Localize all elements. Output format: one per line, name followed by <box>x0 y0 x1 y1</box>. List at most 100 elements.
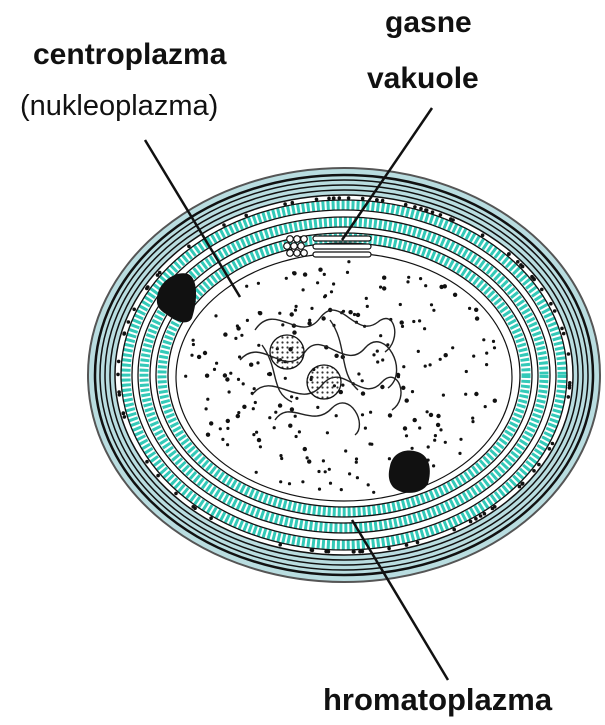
granule <box>399 303 402 306</box>
granule <box>118 393 122 397</box>
granule <box>213 368 216 371</box>
granule <box>303 272 307 276</box>
granule <box>472 355 475 358</box>
granule <box>288 482 291 485</box>
granule <box>244 214 248 218</box>
granule <box>236 324 239 327</box>
granule <box>361 197 365 201</box>
granule <box>449 217 453 221</box>
granule <box>443 284 447 288</box>
granule <box>364 427 367 430</box>
granule <box>348 472 351 475</box>
granule <box>430 303 433 306</box>
granule <box>219 427 222 430</box>
granule <box>425 209 429 213</box>
granule <box>347 196 351 200</box>
granule <box>332 282 335 285</box>
granule <box>567 352 571 356</box>
granule <box>452 528 456 532</box>
granule <box>146 285 150 289</box>
granule <box>439 358 442 361</box>
nucleoid-body <box>270 335 304 369</box>
granule <box>174 492 178 496</box>
granule <box>553 309 557 313</box>
granule <box>253 387 256 390</box>
granule <box>255 471 258 474</box>
granule <box>493 505 497 509</box>
nucleoplasm-label: (nukleoplazma) <box>20 92 218 121</box>
granule <box>379 286 382 289</box>
granule <box>116 373 120 377</box>
granule <box>323 295 326 298</box>
granule <box>324 550 328 554</box>
gas-vacuole-label-line1: gasne <box>385 8 472 38</box>
granule <box>411 447 414 450</box>
nucleoid-body <box>307 365 341 399</box>
granule <box>479 514 483 518</box>
granule <box>214 314 217 317</box>
granule <box>259 445 262 448</box>
granule <box>485 363 488 366</box>
granule <box>249 363 253 367</box>
granule <box>334 354 338 358</box>
granule <box>226 427 229 430</box>
granule <box>203 351 207 355</box>
granule <box>280 457 283 460</box>
granule <box>560 327 564 331</box>
granule <box>464 393 467 396</box>
granule <box>278 312 281 315</box>
granule <box>388 457 391 460</box>
granule <box>518 485 522 489</box>
granule <box>376 350 379 353</box>
granule <box>423 327 426 330</box>
granule <box>474 308 478 312</box>
granule <box>228 390 231 393</box>
granule <box>245 285 248 288</box>
granule <box>469 520 473 524</box>
granule <box>209 516 213 520</box>
granule <box>568 384 572 388</box>
granule <box>187 245 191 249</box>
granule <box>493 399 497 403</box>
granule <box>257 344 260 347</box>
granule <box>273 426 276 429</box>
granule <box>255 431 258 434</box>
granule <box>424 284 427 287</box>
granule <box>279 480 282 483</box>
granule <box>303 447 307 451</box>
granule <box>156 273 160 277</box>
granule <box>191 505 195 509</box>
granule <box>484 405 487 408</box>
granule <box>335 414 338 417</box>
granule <box>537 463 541 467</box>
granule <box>361 379 364 382</box>
granule <box>444 441 447 444</box>
granule <box>292 271 296 275</box>
granule <box>465 370 468 373</box>
granule <box>413 205 417 209</box>
granule <box>311 549 315 553</box>
granule <box>468 307 471 310</box>
granule <box>310 307 313 310</box>
granule <box>482 338 485 341</box>
granule <box>323 273 326 276</box>
granule <box>382 276 386 280</box>
granule <box>295 305 298 308</box>
granule <box>372 491 375 494</box>
granule <box>288 424 292 428</box>
granule <box>215 362 218 365</box>
granule <box>341 384 344 387</box>
granule <box>474 392 478 396</box>
granule <box>192 339 195 342</box>
granule <box>317 470 320 473</box>
granule <box>412 320 415 323</box>
granule <box>145 460 149 464</box>
granule <box>442 394 445 397</box>
granule <box>376 360 379 363</box>
granule <box>326 431 329 434</box>
granule <box>507 252 511 256</box>
granule <box>237 411 240 414</box>
granule <box>485 352 488 355</box>
granule <box>481 233 485 237</box>
granule <box>369 411 372 414</box>
